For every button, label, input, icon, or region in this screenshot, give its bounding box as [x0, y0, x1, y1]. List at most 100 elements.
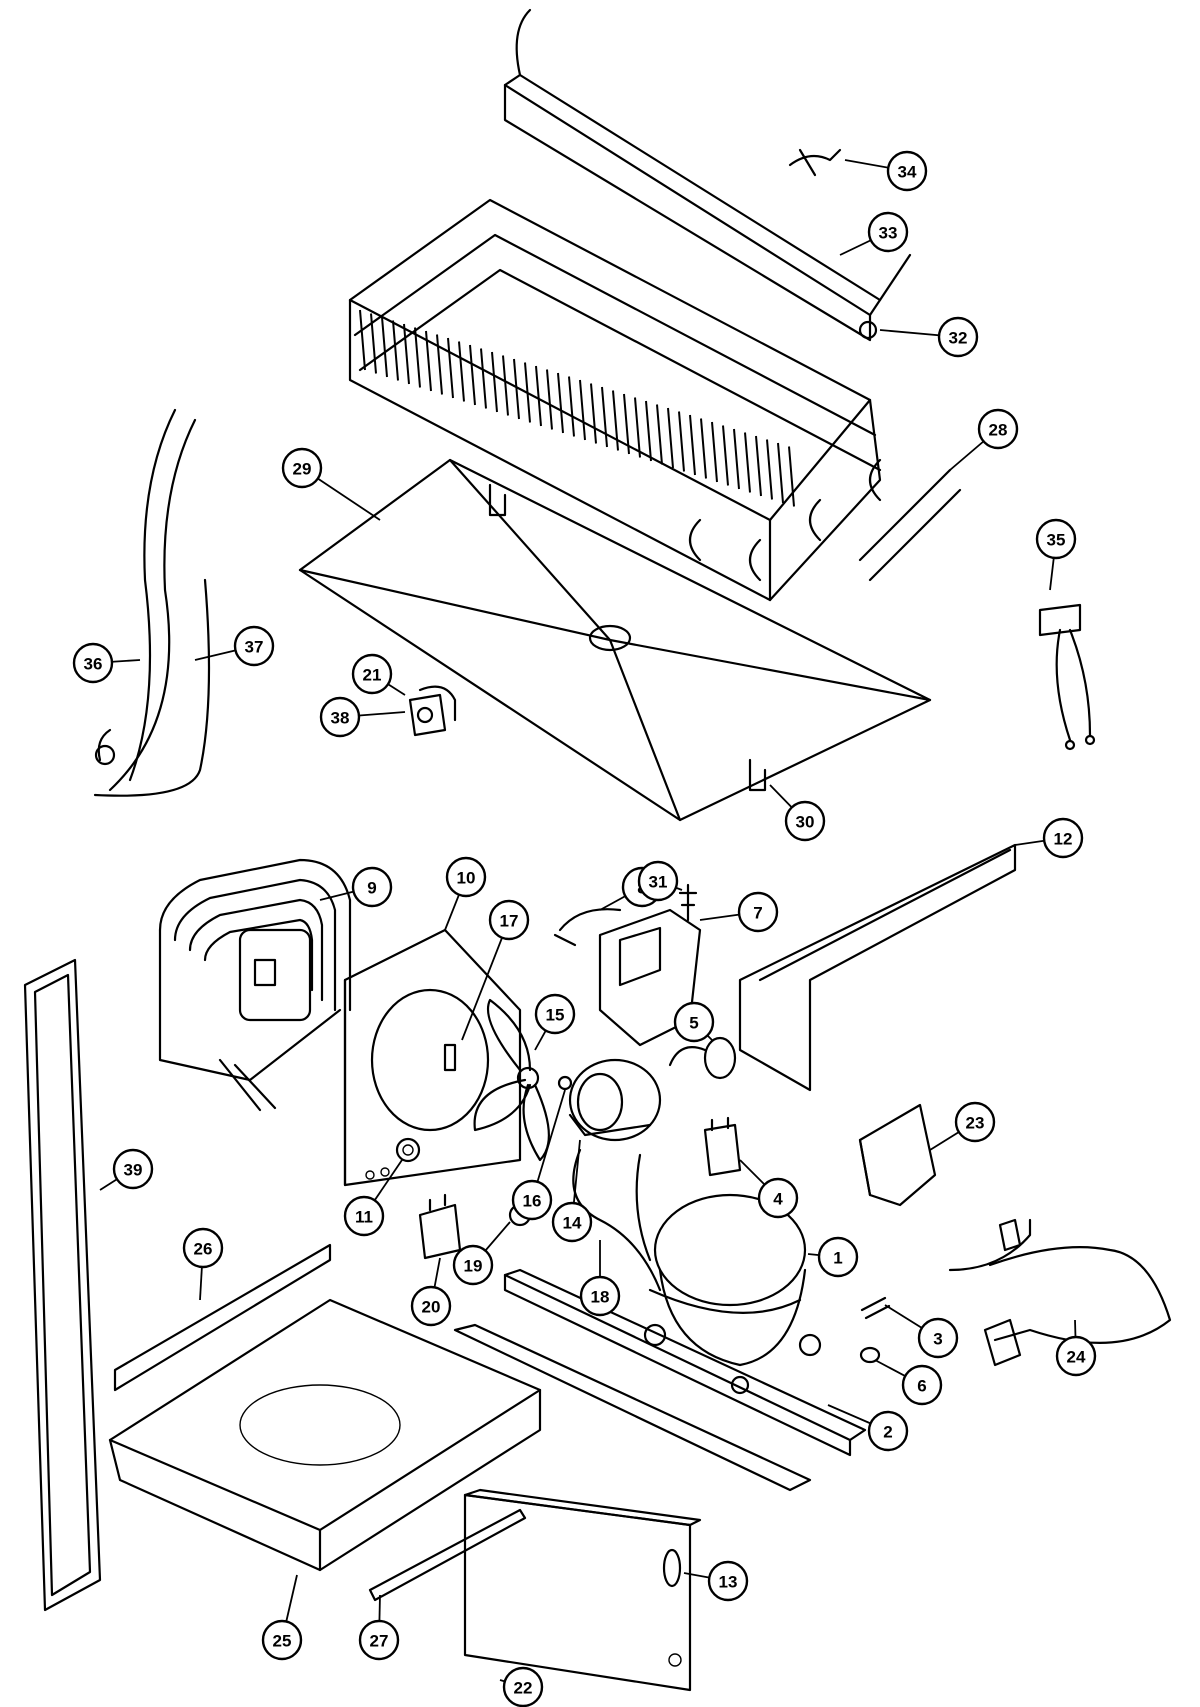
evaporator-fin [414, 327, 421, 388]
callout-number: 13 [719, 1573, 738, 1592]
callout-circle [351, 653, 393, 695]
callout-circle [351, 866, 393, 908]
callout-number: 4 [773, 1190, 783, 1209]
callout-number: 18 [591, 1288, 610, 1307]
callout-28: 28 [977, 408, 1019, 450]
evaporator-fin [678, 411, 685, 472]
callout-number: 33 [879, 224, 898, 243]
callout-circle [72, 642, 114, 684]
evaporator-fin [766, 439, 773, 500]
callout-5: 5 [673, 1001, 715, 1043]
callout-circle [502, 1666, 544, 1707]
callout-circle [182, 1227, 224, 1269]
callout-number: 20 [422, 1298, 441, 1317]
callout-22: 22 [502, 1666, 544, 1707]
callout-number: 31 [649, 873, 668, 892]
callout-number: 39 [124, 1161, 143, 1180]
evaporator-fin [502, 355, 509, 416]
callout-circle [488, 899, 530, 941]
callout-36: 36 [72, 642, 114, 684]
evaporator-fin [612, 390, 619, 451]
callout-circle [233, 625, 275, 667]
callout-circle [511, 1179, 553, 1221]
callout-6: 6 [901, 1364, 943, 1406]
fan-motor [557, 1058, 662, 1142]
thermostat-wire [1038, 603, 1096, 751]
callout-circle [977, 408, 1019, 450]
evaporator-fin [788, 446, 795, 507]
fan-blade [473, 998, 550, 1162]
callout-number: 1 [833, 1249, 842, 1268]
callout-number: 19 [464, 1257, 483, 1276]
callout-number: 36 [84, 655, 103, 674]
callout-24: 24 [1055, 1335, 1097, 1377]
support-strip [368, 1508, 527, 1602]
evaporator-fin [579, 379, 586, 441]
callout-circle [551, 1201, 593, 1243]
callout-number: 15 [546, 1006, 565, 1025]
power-cord [948, 1218, 1172, 1367]
callout-number: 34 [898, 163, 917, 182]
callout-number: 32 [949, 329, 968, 348]
evaporator-fin [469, 344, 476, 406]
evaporator-fin [656, 404, 663, 465]
callout-circle [886, 150, 928, 192]
overload [668, 1036, 737, 1080]
callout-circle [817, 1236, 859, 1278]
evaporator-fin [359, 309, 366, 371]
evaporator-fin [744, 432, 751, 493]
callout-circle [343, 1195, 385, 1237]
callout-21: 21 [351, 653, 393, 695]
evaporator-fin [436, 334, 443, 395]
callout-number: 24 [1067, 1348, 1086, 1367]
callout-number: 17 [500, 912, 519, 931]
callout-circle [261, 1619, 303, 1661]
callout-32: 32 [937, 316, 979, 358]
evaporator-fin [601, 386, 608, 448]
evaporator-fin [623, 393, 630, 455]
callout-circle [954, 1101, 996, 1143]
callout-leader [461, 919, 510, 1041]
evaporator-fin [458, 341, 465, 402]
mounting-rails [453, 1268, 867, 1492]
evaporator-fin [590, 383, 597, 444]
fan-shroud [343, 928, 522, 1187]
callout-number: 12 [1054, 830, 1073, 849]
callout-circle [917, 1317, 959, 1359]
callout-35: 35 [1035, 518, 1077, 560]
callout-number: 9 [367, 879, 376, 898]
evaporator-fin [425, 330, 432, 392]
compressor [643, 1193, 822, 1395]
callout-number: 38 [331, 709, 350, 728]
callout-20: 20 [410, 1285, 452, 1327]
evaporator-fin [634, 397, 641, 458]
compressor-clips [859, 1296, 891, 1364]
evaporator-fin [480, 348, 487, 409]
callout-39: 39 [112, 1148, 154, 1190]
callout-3: 3 [917, 1317, 959, 1359]
callout-number: 29 [293, 460, 312, 479]
callout-10: 10 [445, 856, 487, 898]
evaporator-fin [722, 425, 729, 486]
callout-9: 9 [351, 866, 393, 908]
callout-27: 27 [358, 1619, 400, 1661]
screw [678, 883, 698, 922]
callout-number: 6 [917, 1377, 926, 1396]
callout-circle [673, 1001, 715, 1043]
callout-circle [1055, 1335, 1097, 1377]
drain-tubes [93, 408, 211, 797]
callout-15: 15 [534, 993, 576, 1035]
callout-25: 25 [261, 1619, 303, 1661]
callout-circle [358, 1619, 400, 1661]
callout-circle [707, 1560, 749, 1602]
callout-number: 7 [753, 904, 762, 923]
callout-1: 1 [817, 1236, 859, 1278]
callout-number: 26 [194, 1240, 213, 1259]
callout-number: 35 [1047, 531, 1066, 550]
callout-34: 34 [886, 150, 928, 192]
callout-37: 37 [233, 625, 275, 667]
evaporator-fin [755, 435, 762, 497]
evaporator-fin [733, 428, 740, 490]
callout-4: 4 [757, 1177, 799, 1219]
